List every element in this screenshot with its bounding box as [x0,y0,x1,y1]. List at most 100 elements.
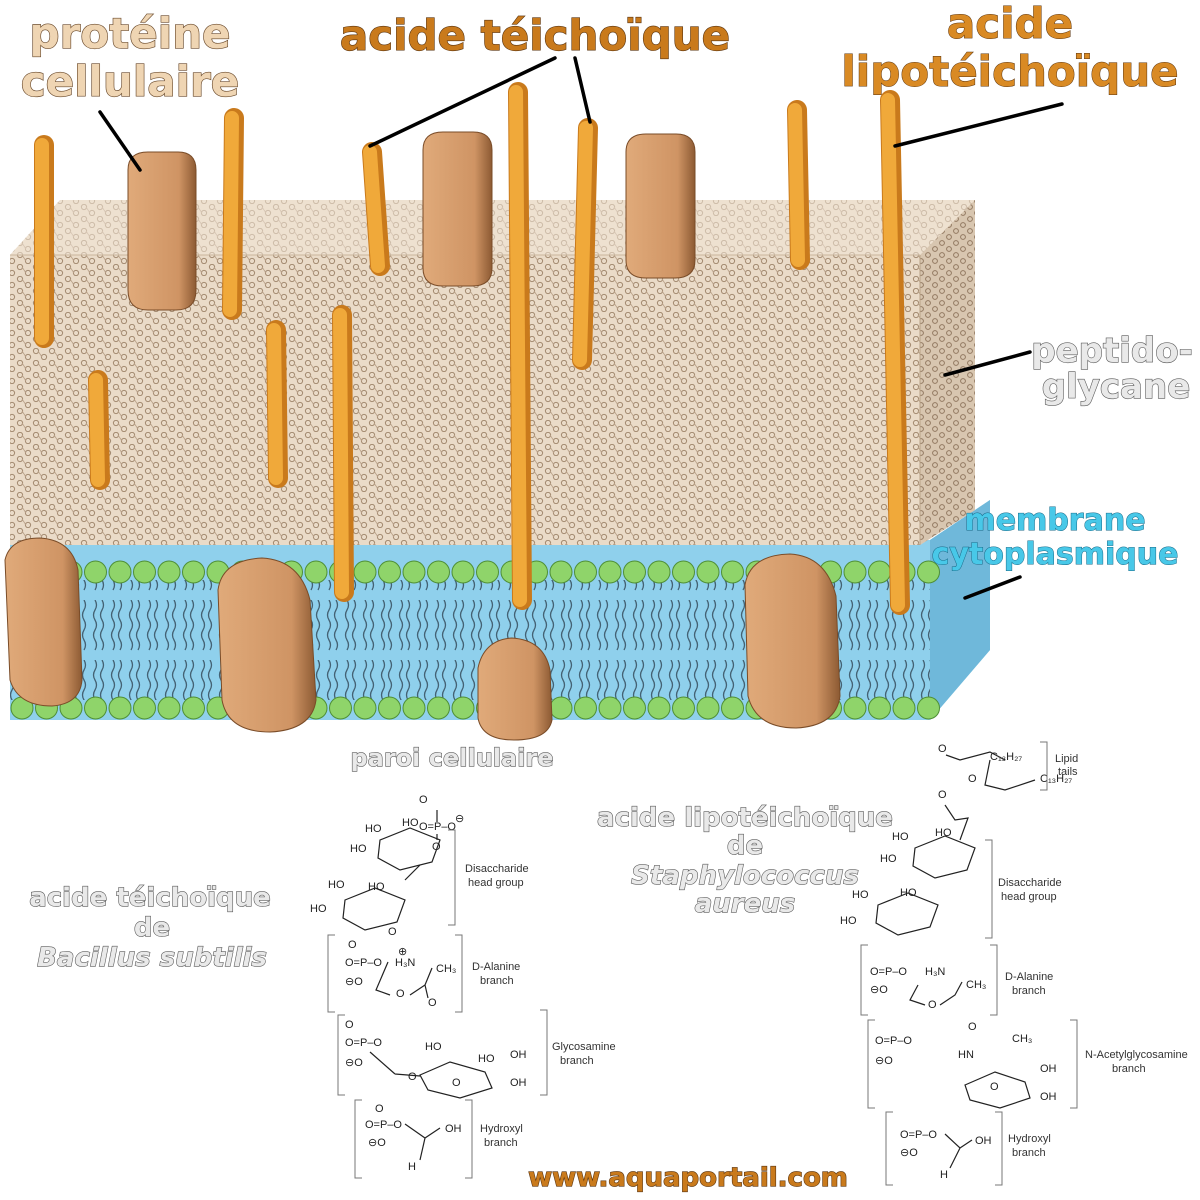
svg-text:H₃N: H₃N [395,957,415,969]
label-lta-line3: Staphylococcus [631,861,859,891]
lipid-head [451,560,475,584]
svg-text:HN: HN [958,1049,974,1061]
svg-text:Hydroxyl: Hydroxyl [480,1123,523,1135]
svg-text:O=P–O: O=P–O [365,1119,402,1131]
svg-text:O: O [348,939,357,951]
teichoic-rod [333,308,349,599]
label-ta-line2: de [134,913,170,943]
lipid-head [304,560,328,584]
svg-text:HO: HO [935,827,952,839]
svg-text:OH: OH [510,1077,527,1089]
label-lta-line1: acide lipotéichoïque [597,803,893,833]
teichoic-rod [363,145,385,273]
svg-text:O=P–O: O=P–O [345,957,382,969]
wall-proteins [127,131,696,311]
lipid-head [402,560,426,584]
lipid-head [721,560,744,584]
chem-structure-lipoteichoic: O C₁₃H₂₇ C₁₃H₂₇ O O Lipid tails HO HO HO… [840,741,1188,1186]
svg-text:N-Acetylglycosamine: N-Acetylglycosamine [1085,1049,1188,1061]
teichoic-rod [223,111,239,317]
svg-text:OH: OH [510,1049,527,1061]
svg-text:branch: branch [1012,985,1046,997]
website-watermark[interactable]: www.aquaportail.com [527,1162,848,1193]
label-bacillus-teichoic: acide téichoïque de Bacillus subtilis [29,882,272,973]
lipid-head [721,696,744,720]
svg-text:O: O [428,997,437,1009]
lipid-head [133,696,156,720]
label-peptidoglycan: peptido- glycane [1031,330,1194,407]
label-lipoteichoic-line1: acide [947,0,1073,48]
svg-text:HO: HO [365,823,382,835]
svg-text:HO: HO [310,903,327,915]
lipid-head [549,696,573,720]
svg-text:Disaccharide: Disaccharide [465,863,529,875]
teichoic-rod [89,373,105,487]
teichoic-rod [788,103,805,267]
svg-text:⊕: ⊕ [398,946,407,958]
lipid-head [402,696,426,720]
svg-text:HO: HO [900,887,917,899]
label-lipoteichoic-acid: acide lipotéichoïque [841,0,1179,97]
svg-text:HO: HO [840,915,857,927]
label-peptidoglycan-line2: glycane [1042,367,1191,407]
lipid-head [672,560,695,584]
lipid-head [182,696,205,720]
svg-text:O=P–O: O=P–O [419,821,456,833]
label-membrane-line2: cytoplasmique [932,537,1179,572]
label-ta-line3: Bacillus subtilis [37,943,267,973]
svg-text:HO: HO [852,889,869,901]
label-teichoic-acid: acide téichoïque [340,11,730,60]
lipid-head [647,696,671,720]
label-lta-line2: de [727,831,763,861]
label-membrane-line1: membrane [964,503,1145,538]
svg-text:branch: branch [480,975,514,987]
label-cytoplasmic-membrane: membrane cytoplasmique [931,503,1179,573]
svg-text:OH: OH [1040,1091,1057,1103]
svg-text:CH₃: CH₃ [966,979,986,991]
lipid-head [182,560,205,584]
lipid-head [353,696,377,720]
svg-text:head group: head group [468,877,524,889]
svg-text:O: O [408,1071,417,1083]
lipid-head [353,560,377,584]
svg-text:CH₃: CH₃ [436,963,456,975]
svg-text:H: H [408,1161,416,1173]
svg-text:HO: HO [478,1053,495,1065]
lipid-head [549,560,573,584]
svg-text:⊖O: ⊖O [870,984,888,996]
lipid-head [672,696,695,720]
svg-text:⊖O: ⊖O [345,1057,363,1069]
svg-text:⊖O: ⊖O [368,1137,386,1149]
lipid-head [623,696,646,720]
svg-text:O: O [452,1077,461,1089]
label-protein-line1: protéine [30,9,231,58]
svg-text:branch: branch [1112,1063,1146,1075]
lipid-head [133,560,156,584]
membrane-proteins [4,537,841,741]
lipid-head [843,560,867,584]
svg-text:D-Alanine: D-Alanine [1005,971,1053,983]
lipid-head [378,560,401,584]
svg-text:Disaccharide: Disaccharide [998,877,1062,889]
svg-text:Glycosamine: Glycosamine [552,1041,616,1053]
teichoic-rod [509,85,527,607]
svg-text:⊖O: ⊖O [345,976,363,988]
svg-text:O=P–O: O=P–O [900,1129,937,1141]
label-cellular-protein: protéine cellulaire [20,8,240,106]
leader-lines [98,56,1064,600]
label-lipoteichoic-line2: lipotéichoïque [841,47,1178,96]
svg-text:H: H [940,1169,948,1181]
svg-text:Hydroxyl: Hydroxyl [1008,1133,1051,1145]
svg-text:tails: tails [1058,766,1078,778]
lipid-head [598,560,622,584]
lipid-head [157,696,181,720]
svg-text:O: O [432,841,441,853]
lipid-head [84,696,107,720]
lipid-head [574,560,597,584]
teichoic-rod [573,121,593,367]
svg-text:branch: branch [484,1137,518,1149]
label-lta-line4: aureus [695,889,796,919]
lipid-head [647,560,671,584]
lipid-head [623,560,646,584]
lipid-head [157,560,181,584]
